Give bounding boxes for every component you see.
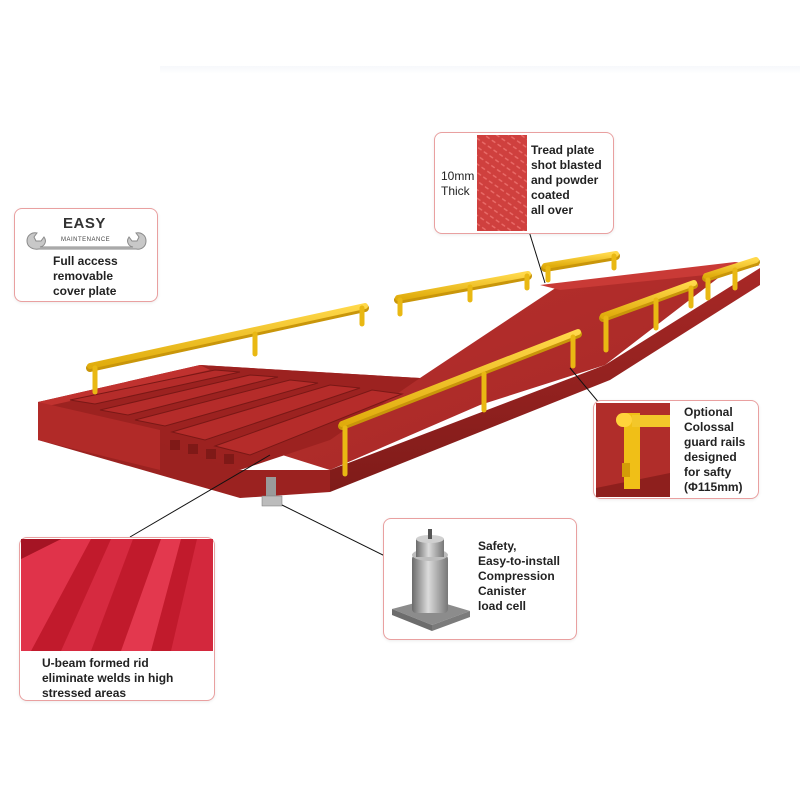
- thickness-label: 10mm Thick: [441, 169, 475, 198]
- guard-rails-text: Optional Colossal guard rails designed f…: [684, 405, 746, 494]
- tread-plate-text: Tread plate shot blasted and powder coat…: [531, 143, 602, 217]
- open-frame-section: [38, 365, 420, 498]
- u-beam-closeup-image: [21, 539, 213, 651]
- maintenance-badge-subtitle: MAINTENANCE: [61, 237, 111, 243]
- u-beam-callout: U-beam formed rid eliminate welds in hig…: [19, 537, 215, 701]
- top-divider-line: [160, 66, 800, 74]
- load-cell-callout: Safety, Easy-to-install Compression Cani…: [383, 518, 577, 640]
- easy-callout-text: Full access removable cover plate: [53, 254, 118, 298]
- guard-rails: [86, 251, 760, 477]
- load-cell-text: Safety, Easy-to-install Compression Cani…: [478, 539, 561, 613]
- wrench-icon: [26, 232, 147, 250]
- u-beam-text: U-beam formed rid eliminate welds in hig…: [42, 656, 174, 700]
- tread-plate-sample-image: [477, 135, 527, 231]
- easy-badge-title: EASY: [63, 215, 106, 232]
- load-cell-foot: [261, 477, 283, 507]
- tread-plate-callout: 10mm Thick Tread plate shot blasted and …: [434, 132, 614, 234]
- guard-rails-callout: Optional Colossal guard rails designed f…: [593, 400, 759, 499]
- load-cell-image: [392, 529, 470, 631]
- easy-maintenance-callout: EASY MAINTENANCE Full access removable c…: [14, 208, 158, 302]
- guard-rail-closeup-image: [596, 403, 670, 497]
